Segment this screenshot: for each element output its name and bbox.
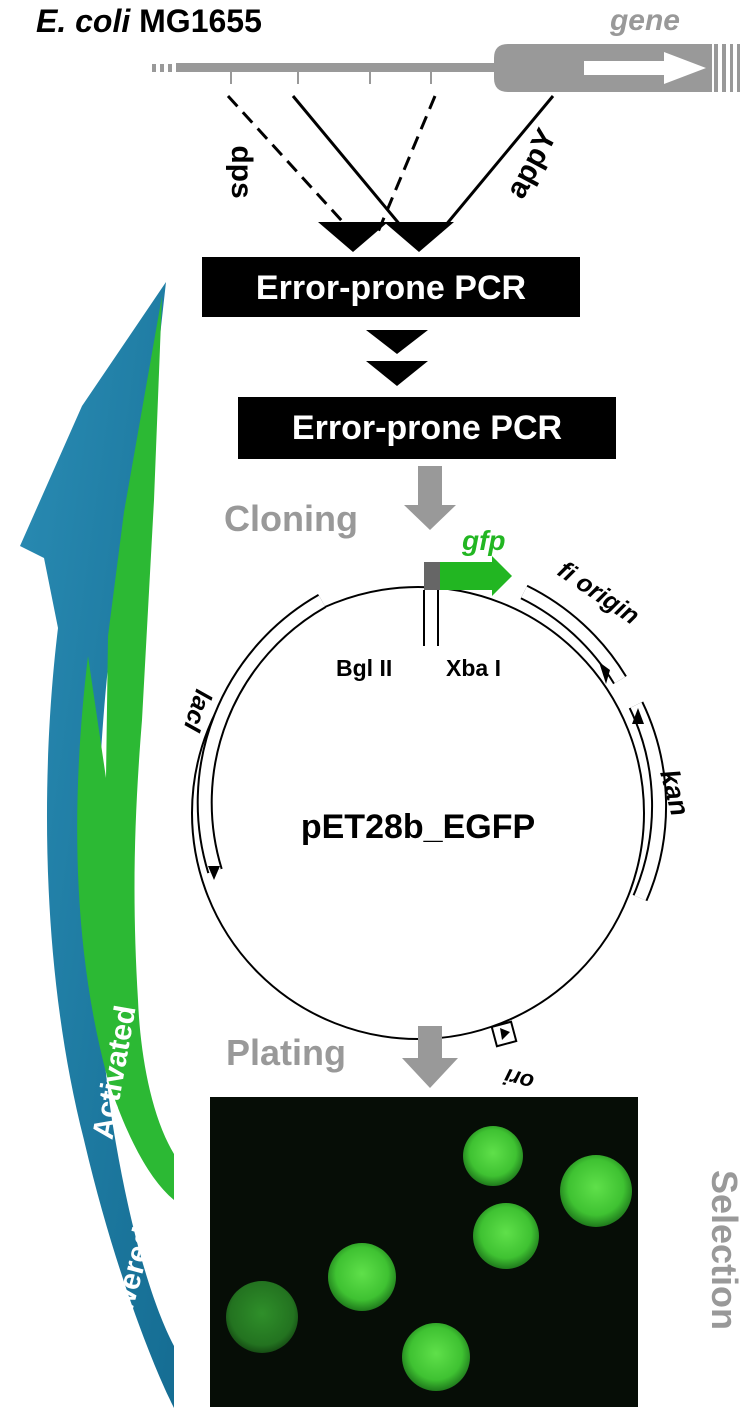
cloning-label: Cloning — [224, 498, 358, 539]
cloning-arrow-icon — [404, 466, 456, 530]
promoter-lines — [226, 94, 555, 234]
colony — [560, 1155, 632, 1227]
plating-label: Plating — [226, 1032, 346, 1073]
organism-italic: E. coli — [36, 3, 131, 39]
pcr-step-1-label: Error-prone PCR — [256, 269, 526, 307]
ori-label: ori — [501, 1063, 537, 1096]
organism-strain: MG1655 — [130, 3, 262, 39]
pcr-step-2-label: Error-prone PCR — [292, 409, 562, 447]
promoter-appy-label: appY — [500, 123, 564, 203]
gfp-arrow-icon — [440, 556, 512, 596]
pcr-connector-triangles — [366, 330, 428, 386]
bglii-site-label: Bgl II — [336, 655, 392, 681]
gfp-label: gfp — [461, 525, 506, 556]
plasmid-name: pET28b_EGFP — [301, 808, 535, 846]
colony — [402, 1323, 470, 1391]
selection-label: Selection — [704, 1170, 745, 1330]
agar-plate-image — [210, 1097, 638, 1407]
xbai-site-label: Xba I — [446, 655, 501, 681]
gene-arrow-icon — [584, 52, 706, 84]
kan-direction-icon — [632, 708, 644, 724]
pcr-input-triangles — [318, 222, 454, 252]
pcr-step-2: Error-prone PCR — [238, 397, 616, 459]
colony — [463, 1126, 523, 1186]
gene-label: gene — [609, 4, 680, 37]
organism-title: E. coli MG1655 — [36, 3, 262, 39]
pcr-step-1: Error-prone PCR — [202, 257, 580, 317]
activated-ribbon — [77, 296, 174, 1200]
colony — [226, 1281, 298, 1353]
plating-arrow-icon — [402, 1026, 458, 1088]
colony — [473, 1203, 539, 1269]
laci-direction-icon — [208, 866, 220, 880]
plasmid-map — [191, 556, 668, 1048]
promoter-dps-label: dps — [225, 145, 258, 198]
f1-direction-icon — [599, 662, 610, 684]
colony — [328, 1243, 396, 1311]
